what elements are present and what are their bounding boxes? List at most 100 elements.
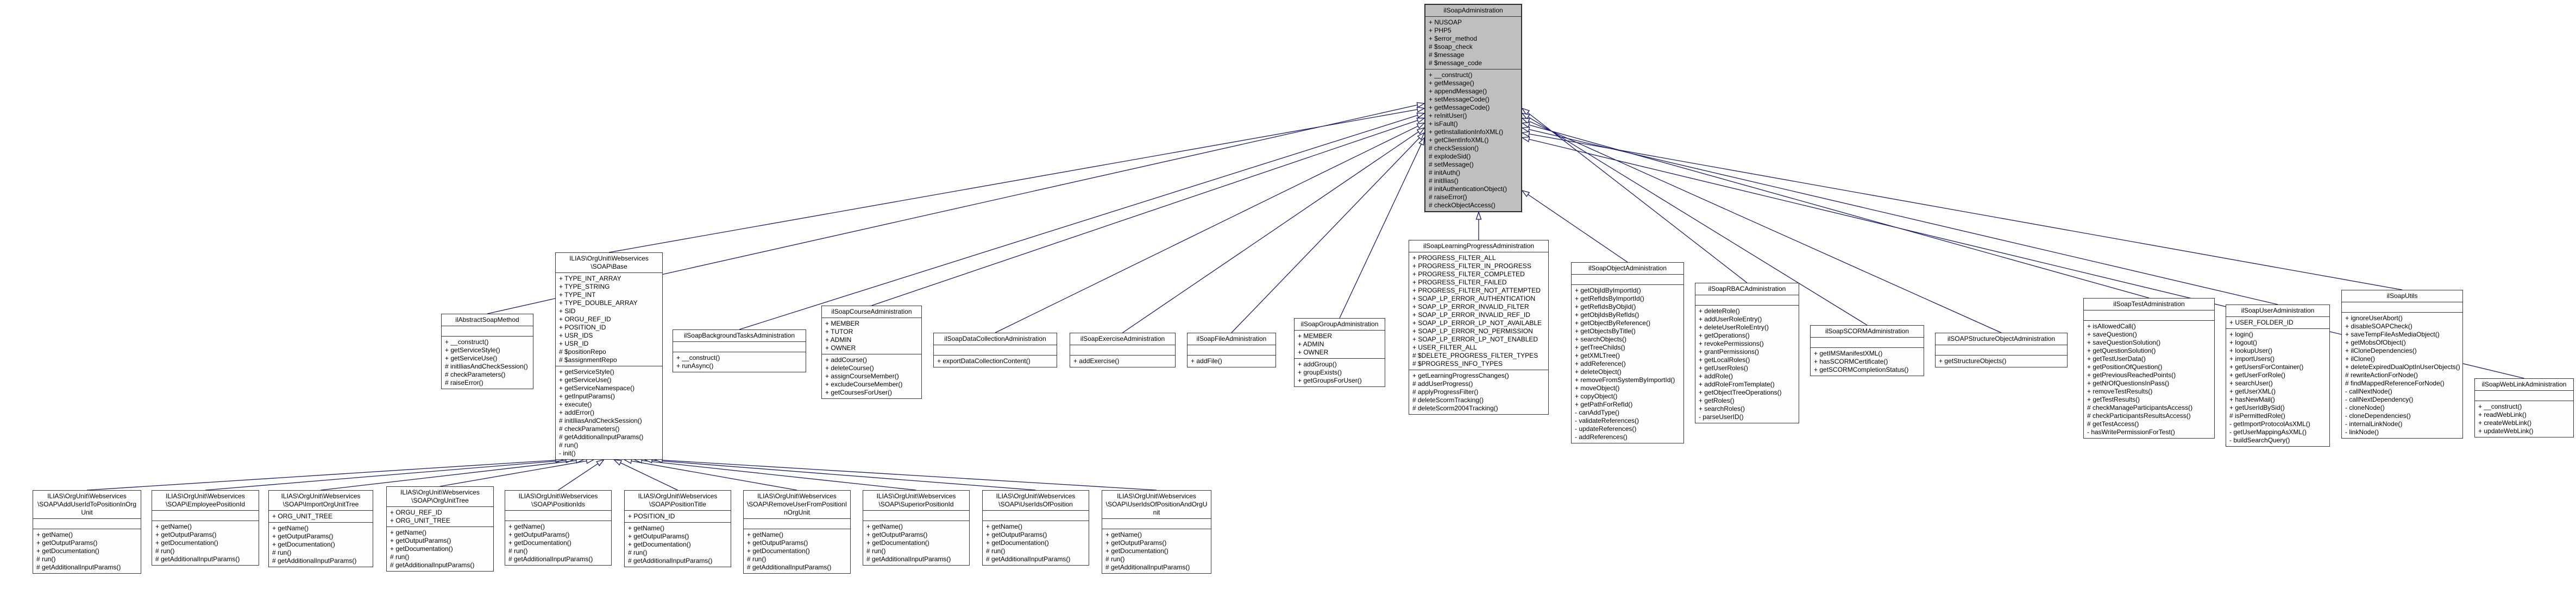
class-node-structure[interactable]: ilSOAPStructureObjectAdministration+ get… bbox=[1935, 333, 2068, 367]
method-row: + __construct() bbox=[676, 354, 720, 361]
method-row: + ilCloneDependencies() bbox=[2345, 347, 2417, 354]
methods-section: + __construct()+ getServiceStyle()+ getS… bbox=[442, 336, 533, 389]
method-row: + runAsync() bbox=[676, 362, 714, 370]
method-row: + getPreviousReachedPoints() bbox=[2087, 371, 2176, 379]
attribute-row: + USR_ID bbox=[559, 340, 589, 347]
class-node-weblink[interactable]: ilSoapWebLinkAdministration+ __construct… bbox=[2474, 378, 2574, 437]
inheritance-edge-user bbox=[1521, 126, 2278, 305]
method-row: + getDocumentation() bbox=[628, 541, 691, 548]
method-row: # checkParameters() bbox=[559, 425, 620, 433]
method-row: + getSCORMCompletionStatus() bbox=[1814, 366, 1909, 373]
method-row: + copyObject() bbox=[1575, 392, 1618, 400]
class-node-rbac[interactable]: ilSoapRBACAdministration+ deleteRole()+ … bbox=[1695, 283, 1799, 423]
attributes-section: + MEMBER+ ADMIN+ OWNER bbox=[1295, 330, 1385, 358]
attribute-row: + POSITION_ID bbox=[559, 323, 606, 331]
method-row: - internalLinkNode() bbox=[2345, 420, 2403, 428]
class-title: ilSoapSCORMAdministration bbox=[1825, 327, 1909, 335]
method-row: # run() bbox=[272, 549, 292, 556]
method-row: + getDocumentation() bbox=[272, 541, 335, 548]
class-node-soapadmin[interactable]: ilSoapAdministration+ NUSOAP+ PHP5+ $err… bbox=[1424, 4, 1522, 212]
method-row: + getRoles() bbox=[1699, 397, 1735, 404]
attribute-row: # $message_code bbox=[1429, 59, 1482, 67]
class-node-orgu-positiontitle[interactable]: ILIAS\OrgUnit\Webservices \SOAP\Position… bbox=[624, 490, 731, 567]
class-node-test[interactable]: ilSoapTestAdministration+ isAllowedCall(… bbox=[2083, 298, 2215, 439]
class-title: ILIAS\OrgUnit\Webservices \SOAP\Employee… bbox=[165, 492, 246, 508]
class-node-bgtasks[interactable]: ilSoapBackgroundTasksAdministration+ __c… bbox=[673, 329, 806, 372]
method-row: + getDocumentation() bbox=[508, 539, 571, 547]
method-row: + hasNewMail() bbox=[2229, 396, 2275, 403]
method-row: # applyProgressFilter() bbox=[1412, 388, 1479, 396]
class-node-base[interactable]: ILIAS\OrgUnit\Webservices \SOAP\Base+ TY… bbox=[555, 252, 663, 460]
class-node-orgu-importtree[interactable]: ILIAS\OrgUnit\Webservices \SOAP\ImportOr… bbox=[268, 490, 373, 567]
method-row: - getImportProtocolAsXML() bbox=[2229, 420, 2310, 428]
class-node-object[interactable]: ilSoapObjectAdministration+ getObjIdByIm… bbox=[1571, 262, 1684, 443]
method-row: + addRoleFromTemplate() bbox=[1699, 380, 1775, 388]
method-row: + getUserIdBySid() bbox=[2229, 404, 2285, 411]
attributes-section bbox=[1811, 337, 1924, 347]
attributes-section bbox=[2342, 302, 2462, 312]
class-node-orgu-userids[interactable]: ILIAS\OrgUnit\Webservices \SOAP\UserIdsO… bbox=[982, 490, 1089, 566]
class-node-file[interactable]: ilSoapFileAdministration+ addFile() bbox=[1187, 333, 1276, 367]
class-node-orgu-employeeposid[interactable]: ILIAS\OrgUnit\Webservices \SOAP\Employee… bbox=[152, 490, 259, 566]
class-node-exercise[interactable]: ilSoapExerciseAdministration+ addExercis… bbox=[1070, 333, 1176, 367]
method-row: # initAuth() bbox=[1429, 169, 1461, 176]
method-row: + lookupUser() bbox=[2229, 347, 2273, 354]
class-title: ilSoapGroupAdministration bbox=[1300, 320, 1379, 328]
attribute-row: + USER_FILTER_ALL bbox=[1412, 344, 1477, 351]
inheritance-edge-file bbox=[1231, 132, 1425, 333]
class-node-orgu-removeuser[interactable]: ILIAS\OrgUnit\Webservices \SOAP\RemoveUs… bbox=[743, 490, 851, 574]
attributes-section bbox=[2475, 390, 2573, 401]
method-row: # getAdditionalInputParams() bbox=[559, 433, 644, 441]
method-row: + getRefIdsByImportId() bbox=[1575, 295, 1644, 302]
attribute-row: + PHP5 bbox=[1429, 27, 1452, 34]
methods-section: + deleteRole()+ addUserRoleEntry()+ dele… bbox=[1695, 305, 1799, 423]
method-row: + getPositionOfQuestion() bbox=[2087, 363, 2163, 371]
method-row: + saveQuestion() bbox=[2087, 331, 2137, 338]
class-node-orgu-adduser[interactable]: ILIAS\OrgUnit\Webservices \SOAP\AddUserI… bbox=[33, 490, 141, 574]
class-node-scorm[interactable]: ilSoapSCORMAdministration+ getIMSManifes… bbox=[1810, 325, 1924, 376]
method-row: # run() bbox=[559, 441, 579, 449]
class-node-learningprogress[interactable]: ilSoapLearningProgressAdministration+ PR… bbox=[1409, 240, 1549, 415]
method-row: - getUserMappingAsXML() bbox=[2229, 428, 2307, 436]
attribute-row: + PROGRESS_FILTER_FAILED bbox=[1412, 278, 1507, 286]
inheritance-edge-bgtasks bbox=[739, 112, 1425, 330]
method-row: # checkManageParticipantsAccess() bbox=[2087, 404, 2193, 411]
class-title: ILIAS\OrgUnit\Webservices \SOAP\AddUserI… bbox=[37, 492, 137, 516]
inheritance-edge-base bbox=[608, 106, 1425, 253]
method-row: # getAdditionalInputParams() bbox=[155, 555, 240, 563]
class-node-utils[interactable]: ilSoapUtils+ ignoreUserAbort()+ disableS… bbox=[2341, 290, 2463, 439]
class-node-user[interactable]: ilSoapUserAdministration+ USER_FOLDER_ID… bbox=[2226, 304, 2330, 447]
method-row: + getDocumentation() bbox=[866, 539, 929, 547]
method-row: - linkNode() bbox=[2345, 428, 2379, 436]
attribute-row: + TYPE_STRING bbox=[559, 283, 610, 290]
method-row: + isAllowedCall() bbox=[2087, 322, 2136, 330]
method-row: + __construct() bbox=[445, 338, 489, 346]
method-row: + getUserXML() bbox=[2229, 388, 2276, 395]
class-node-group[interactable]: ilSoapGroupAdministration + MEMBER+ ADMIN… bbox=[1294, 318, 1385, 387]
attribute-row: + SOAP_LP_ERROR_AUTHENTICATION bbox=[1412, 295, 1536, 302]
method-row: # deleteScormTracking() bbox=[1412, 396, 1484, 404]
attributes-section bbox=[673, 341, 806, 352]
methods-section: + getName()+ getOutputParams()+ getDocum… bbox=[625, 522, 731, 567]
method-row: + addError() bbox=[559, 409, 595, 416]
method-row: + getLearningProgressChanges() bbox=[1412, 372, 1509, 379]
class-node-orgu-tree[interactable]: ILIAS\OrgUnit\Webservices \SOAP\OrgUnitT… bbox=[386, 486, 494, 572]
class-node-orgu-positionids[interactable]: ILIAS\OrgUnit\Webservices \SOAP\Position… bbox=[505, 490, 612, 566]
class-node-course[interactable]: ilSoapCourseAdministration+ MEMBER+ TUTO… bbox=[821, 306, 922, 399]
attributes-section bbox=[1572, 274, 1683, 284]
class-node-datacollection[interactable]: ilSoapDataCollectionAdministration+ expo… bbox=[933, 333, 1057, 367]
methods-section: + exportDataCollectionContent() bbox=[934, 355, 1057, 367]
class-node-orgu-superiorposid[interactable]: ILIAS\OrgUnit\Webservices \SOAP\Superior… bbox=[863, 490, 970, 566]
method-row: # checkSession() bbox=[1429, 144, 1479, 152]
method-row: + getOperations() bbox=[1699, 332, 1750, 339]
attributes-section: + ORGU_REF_ID+ ORG_UNIT_TREE bbox=[387, 506, 493, 526]
attribute-row: + ORGU_REF_ID bbox=[559, 315, 611, 323]
class-node-abstractmethod[interactable]: ilAbstractSoapMethod+ __construct()+ get… bbox=[441, 314, 533, 389]
methods-section: + addGroup()+ groupExists()+ getGroupsFo… bbox=[1295, 358, 1385, 386]
method-row: + getQuestionSolution() bbox=[2087, 347, 2156, 354]
methods-section: + getName()+ getOutputParams()+ getDocum… bbox=[269, 522, 373, 567]
class-node-orgu-useridsorgu[interactable]: ILIAS\OrgUnit\Webservices \SOAP\UserIdsO… bbox=[1102, 490, 1211, 574]
method-row: + searchUser() bbox=[2229, 379, 2273, 387]
method-row: # run() bbox=[155, 547, 175, 555]
